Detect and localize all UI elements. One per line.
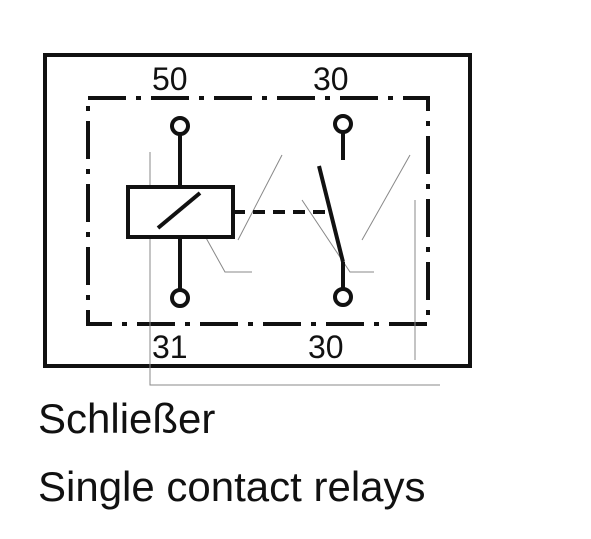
label-terminal-30-bottom: 30 xyxy=(308,329,344,365)
label-terminal-31: 31 xyxy=(152,329,188,365)
switch-blade xyxy=(317,165,345,263)
terminal-30-bottom-dot xyxy=(333,287,353,307)
terminal-50-dot xyxy=(170,116,190,136)
relay-diagram: 50 30 31 30 xyxy=(43,53,472,386)
outer-frame xyxy=(43,53,472,368)
coil-diagonal xyxy=(156,191,202,230)
label-terminal-30-top: 30 xyxy=(313,61,349,97)
terminal-30-top-dot xyxy=(333,114,353,134)
relay-coil xyxy=(126,185,235,239)
dashdot-boundary xyxy=(86,96,430,326)
caption-german: Schließer xyxy=(38,395,216,442)
caption-english: Single contact relays xyxy=(38,463,426,510)
label-terminal-50: 50 xyxy=(152,61,188,97)
terminal-31-dot xyxy=(170,288,190,308)
